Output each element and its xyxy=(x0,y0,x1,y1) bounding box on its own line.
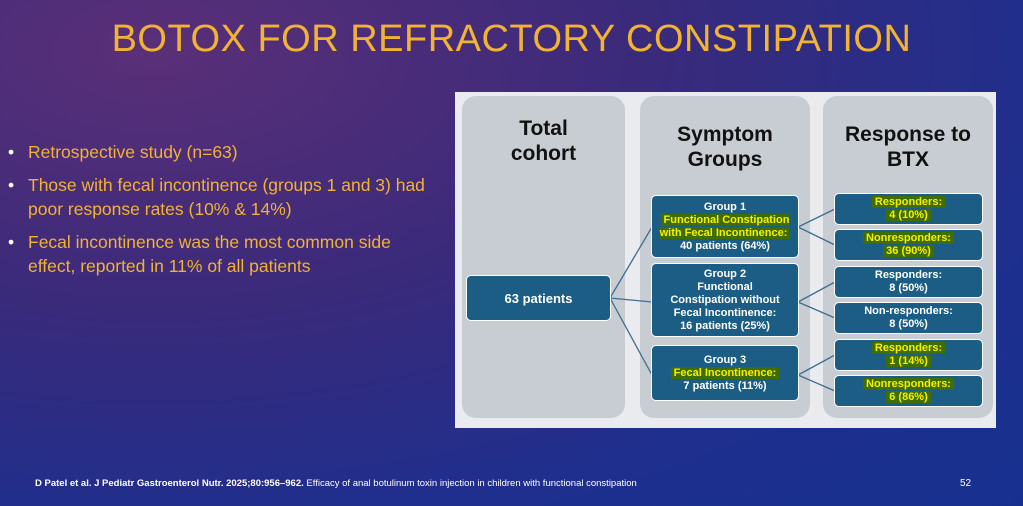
group-box: Group 2 Functional Constipation without … xyxy=(651,263,799,337)
response-value: 8 (50%) xyxy=(889,282,928,294)
column-heading: Response to BTX xyxy=(844,123,972,171)
study-diagram: Total cohort Symptom Groups Response to … xyxy=(455,92,996,428)
citation: D Patel et al. J Pediatr Gastroenterol N… xyxy=(35,478,637,489)
response-box: Non-responders: 8 (50%) xyxy=(834,302,983,334)
bullet-item: Fecal incontinence was the most common s… xyxy=(8,230,428,278)
group-count: 40 patients (64%) xyxy=(680,239,770,252)
response-label: Nonresponders: xyxy=(863,378,954,390)
connector-lines xyxy=(609,208,836,392)
response-value: 36 (90%) xyxy=(883,245,934,257)
response-value: 8 (50%) xyxy=(889,318,928,330)
response-box: Responders: 4 (10%) xyxy=(834,193,983,225)
group-box: Group 1 Functional Constipation with Fec… xyxy=(651,195,799,258)
citation-reference: D Patel et al. J Pediatr Gastroenterol N… xyxy=(35,478,304,489)
response-value: 6 (86%) xyxy=(886,391,931,403)
response-label: Non-responders: xyxy=(864,305,953,317)
group-name: Group 2 xyxy=(703,267,747,280)
group-box: Group 3 Fecal Incontinence: 7 patients (… xyxy=(651,345,799,401)
response-box: Responders: 8 (50%) xyxy=(834,266,983,298)
slide-title: BOTOX FOR REFRACTORY CONSTIPATION xyxy=(111,18,912,60)
column-heading: Total cohort xyxy=(510,117,577,165)
column-total: Total cohort xyxy=(462,96,625,418)
response-box: Nonresponders: 6 (86%) xyxy=(834,375,983,407)
response-label: Nonresponders: xyxy=(863,232,954,244)
response-label: Responders: xyxy=(871,196,946,208)
response-label: Responders: xyxy=(874,269,943,281)
response-box: Responders: 1 (14%) xyxy=(834,339,983,371)
page-number: 52 xyxy=(960,478,972,489)
response-value: 4 (10%) xyxy=(886,209,931,221)
bullet-item: Retrospective study (n=63) xyxy=(8,140,428,164)
group-description: Functional Constipation with Fecal Incon… xyxy=(659,213,791,239)
group-description: Functional Constipation without Fecal In… xyxy=(670,280,780,319)
response-box: Nonresponders: 36 (90%) xyxy=(834,229,983,261)
citation-title: Efficacy of anal botulinum toxin injecti… xyxy=(303,478,637,489)
response-label: Responders: xyxy=(871,342,946,354)
group-name: Group 3 xyxy=(703,353,747,366)
group-count: 16 patients (25%) xyxy=(680,319,770,332)
group-name: Group 1 xyxy=(703,200,747,213)
total-cohort-box: 63 patients xyxy=(466,275,611,321)
response-value: 1 (14%) xyxy=(886,355,931,367)
column-heading: Symptom Groups xyxy=(677,123,773,171)
group-count: 7 patients (11%) xyxy=(683,379,767,392)
bullet-list: Retrospective study (n=63) Those with fe… xyxy=(8,140,428,287)
bullet-item: Those with fecal incontinence (groups 1 … xyxy=(8,173,428,221)
group-description: Fecal Incontinence: xyxy=(670,366,780,379)
